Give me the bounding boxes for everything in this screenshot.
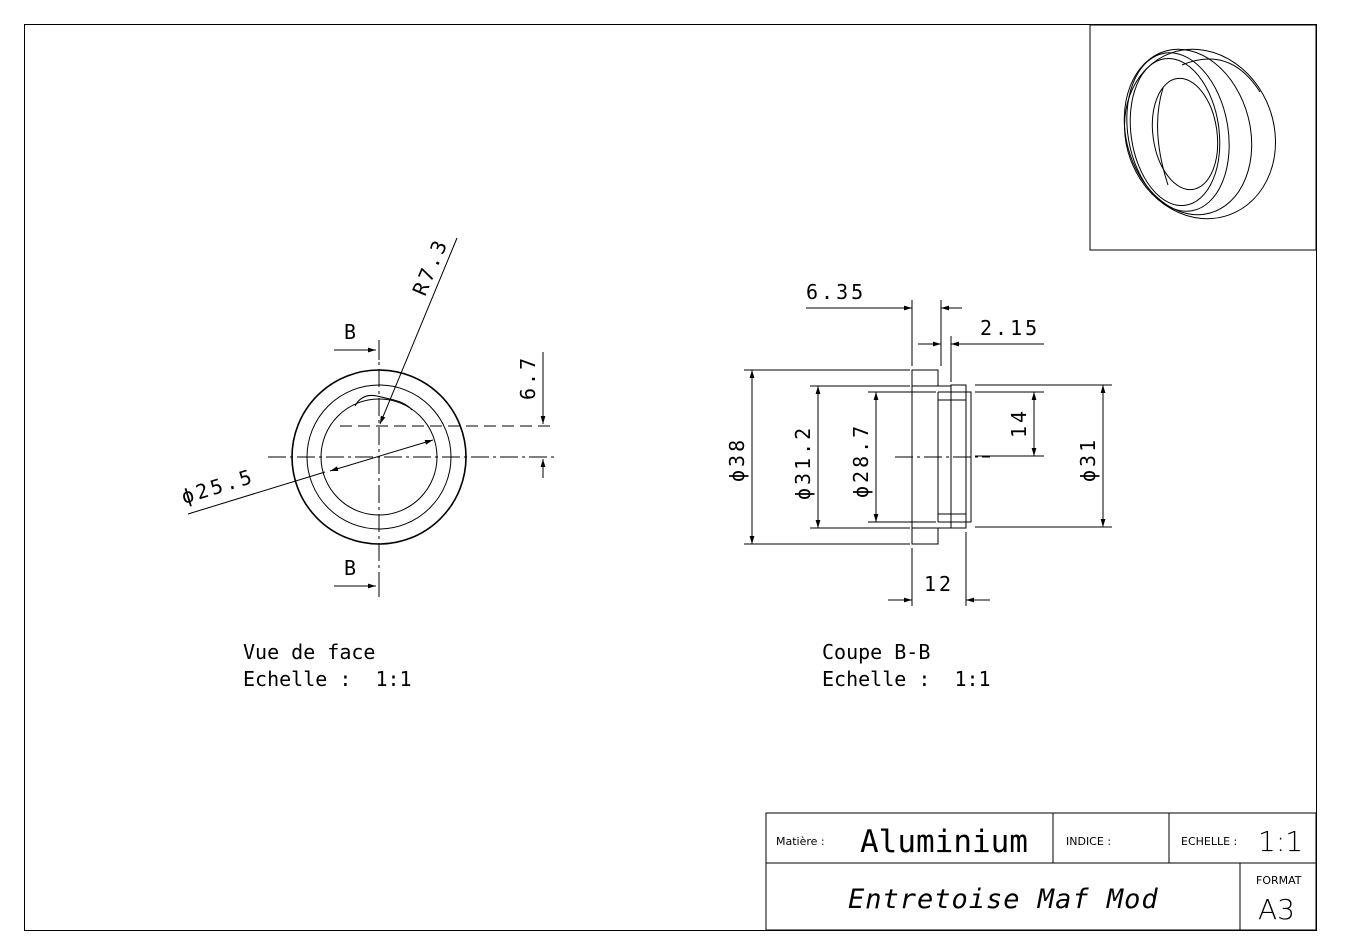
- front-view: B B R7.3 6.7 ϕ25.5 Vue de face Echelle :…: [178, 234, 555, 691]
- dim-d28-7: ϕ28.7: [849, 423, 873, 498]
- dim-d31-2: ϕ31.2: [791, 425, 815, 500]
- front-view-scale: Echelle : 1:1: [243, 667, 412, 691]
- section-view: 6.35 2.15 ϕ38 ϕ31.2 ϕ28.7 14 ϕ31 12 Coup…: [725, 280, 1112, 691]
- part-name: Entretoise Maf Mod: [848, 884, 1159, 915]
- sheet-border: [24, 24, 1317, 931]
- dim-2-15: 2.15: [980, 316, 1040, 340]
- dim-d31: ϕ31: [1076, 437, 1100, 482]
- material-label: Matière :: [776, 835, 825, 848]
- section-view-caption: Coupe B-B: [822, 640, 930, 664]
- isometric-view: [1089, 24, 1317, 251]
- section-mark-bottom: B: [344, 556, 356, 580]
- scale-value: 1:1: [1258, 825, 1303, 858]
- section-view-scale: Echelle : 1:1: [822, 667, 991, 691]
- dim-radius: R7.3: [408, 234, 454, 299]
- scale-label: ECHELLE :: [1181, 835, 1237, 848]
- dim-14: 14: [1007, 408, 1031, 438]
- dim-6-35: 6.35: [806, 280, 866, 304]
- index-label: INDICE :: [1066, 835, 1111, 848]
- dim-d38: ϕ38: [725, 437, 749, 482]
- format-value: A3: [1258, 893, 1295, 926]
- dim-offset: 6.7: [516, 355, 540, 400]
- title-block: Matière : Aluminium INDICE : ECHELLE : 1…: [765, 812, 1317, 931]
- dim-diameter: ϕ25.5: [178, 464, 257, 509]
- dim-12: 12: [924, 572, 954, 596]
- key-notch: [354, 395, 413, 411]
- section-mark-top: B: [344, 320, 356, 344]
- isometric-frame: [1089, 24, 1317, 251]
- material-value: Aluminium: [860, 824, 1028, 860]
- format-label: FORMAT: [1256, 874, 1302, 887]
- front-view-caption: Vue de face: [243, 640, 375, 664]
